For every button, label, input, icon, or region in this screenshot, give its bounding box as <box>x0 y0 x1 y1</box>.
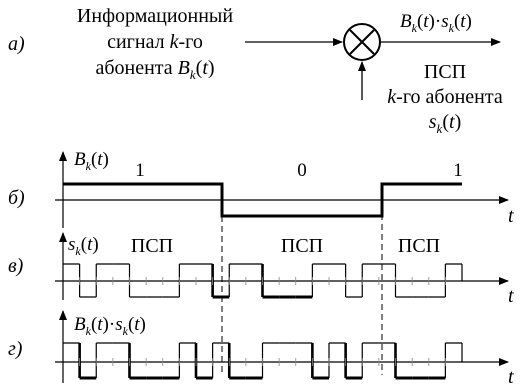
info-signal-line2: сигнал k-го <box>107 31 203 53</box>
bit-value-1: 1 <box>135 160 145 181</box>
psp-signal-label: sk(t) <box>429 111 461 136</box>
bit-value-3: 1 <box>453 160 463 181</box>
multiplier-node <box>343 23 381 61</box>
psp-subtitle: k-го абонента <box>387 86 503 108</box>
label-v: в) <box>8 255 24 277</box>
axis-b-label: Bk(t) <box>74 149 109 173</box>
axis-g-t: t <box>508 366 514 386</box>
axis-g-label: Bk(t)·sk(t) <box>74 314 146 338</box>
output-product-label: Bk(t)·sk(t) <box>400 11 472 35</box>
label-a: а) <box>8 33 25 55</box>
label-b: б) <box>8 187 25 209</box>
info-signal-line1: Информационный <box>77 5 233 27</box>
axis-v-label: sk(t) <box>68 234 99 258</box>
psp-segment-label-2: ПСП <box>281 235 323 257</box>
label-g: г) <box>8 338 23 360</box>
info-signal-line3: абонента Bk(t) <box>95 57 214 82</box>
axis-b-t: t <box>508 205 514 227</box>
psp-segment-label-3: ПСП <box>398 235 440 257</box>
bit-value-2: 0 <box>297 160 307 181</box>
pn-chip-ticks <box>79 277 446 285</box>
axis-v-t: t <box>508 285 514 307</box>
data-signal-trace <box>63 182 462 218</box>
psp-title: ПСП <box>424 61 466 83</box>
psp-segment-label-1: ПСП <box>131 235 173 257</box>
product-chip-ticks <box>79 358 446 366</box>
